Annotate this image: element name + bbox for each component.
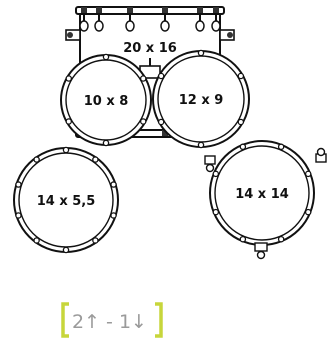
configuration-legend: 2↑ - 1↓ bbox=[61, 302, 163, 338]
lug bbox=[110, 212, 117, 219]
lug bbox=[212, 170, 220, 178]
lug bbox=[237, 72, 245, 80]
lug bbox=[15, 212, 22, 219]
lug bbox=[197, 49, 205, 57]
lug bbox=[304, 170, 312, 178]
lug bbox=[15, 181, 22, 188]
lug bbox=[212, 208, 220, 216]
config-right-bracket bbox=[155, 302, 163, 338]
rack-tom-1-size-label: 10 x 8 bbox=[84, 94, 129, 109]
lug bbox=[139, 75, 147, 82]
snare-drum: 14 x 5,5 bbox=[13, 146, 119, 254]
tension-rod bbox=[211, 7, 221, 32]
floor-tom-leg-bracket-right bbox=[315, 147, 327, 163]
tension-rod bbox=[195, 7, 205, 32]
tension-rod bbox=[94, 7, 104, 32]
lug bbox=[237, 118, 245, 126]
snare-size-label: 14 x 5,5 bbox=[37, 194, 96, 209]
lug bbox=[157, 72, 165, 80]
floor-tom-lugs bbox=[212, 143, 312, 243]
rack-tom-1-lugs bbox=[65, 53, 147, 147]
bass-drum-right-mount bbox=[219, 29, 235, 41]
tension-rod bbox=[125, 7, 135, 32]
snare-lugs bbox=[15, 146, 117, 254]
tension-rod bbox=[160, 7, 170, 32]
lug bbox=[110, 181, 117, 188]
floor-tom-head bbox=[214, 145, 310, 241]
lug bbox=[65, 118, 73, 125]
lug bbox=[304, 208, 312, 216]
tension-rod bbox=[79, 7, 89, 32]
bass-drum-top-hoop bbox=[75, 6, 225, 15]
lug bbox=[33, 237, 40, 244]
lug bbox=[33, 156, 40, 163]
floor-tom-leg-bracket-bottom bbox=[254, 242, 268, 260]
rack-tom-1: 10 x 8 bbox=[60, 53, 152, 147]
lug bbox=[277, 143, 285, 151]
lug bbox=[277, 235, 285, 243]
lug bbox=[239, 143, 247, 151]
rack-tom-2: 12 x 9 bbox=[152, 49, 250, 149]
lug bbox=[62, 146, 70, 154]
configuration-label: 2↑ - 1↓ bbox=[72, 311, 147, 333]
lug bbox=[92, 156, 99, 163]
lug bbox=[102, 139, 110, 147]
lug bbox=[92, 237, 99, 244]
floor-tom-leg-bracket-left bbox=[204, 155, 216, 173]
rack-tom-2-size-label: 12 x 9 bbox=[179, 93, 224, 108]
lug bbox=[62, 246, 70, 254]
lug bbox=[102, 53, 110, 61]
config-left-bracket bbox=[61, 302, 69, 338]
lug bbox=[65, 75, 73, 82]
bass-drum-top-tension-rods bbox=[79, 7, 221, 32]
lug bbox=[157, 118, 165, 126]
rack-tom-2-lugs bbox=[157, 49, 245, 149]
lug bbox=[239, 235, 247, 243]
lug bbox=[197, 141, 205, 149]
lug bbox=[139, 118, 147, 125]
bass-drum-left-mount bbox=[65, 29, 81, 41]
bass-drum-size-label: 20 x 16 bbox=[123, 41, 177, 56]
floor-tom-size-label: 14 x 14 bbox=[235, 187, 289, 202]
floor-tom: 14 x 14 bbox=[204, 140, 327, 260]
